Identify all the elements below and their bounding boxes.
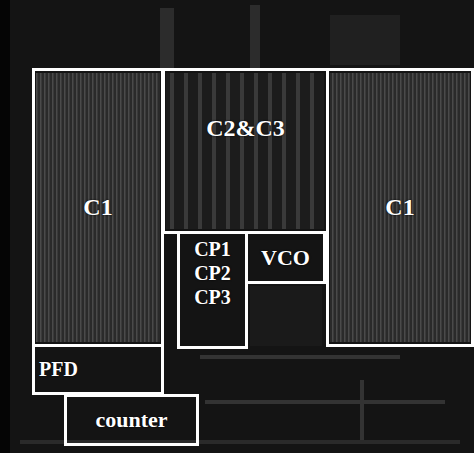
wiring bbox=[200, 355, 400, 359]
capacitor-array bbox=[330, 73, 470, 342]
region-label: C1 bbox=[83, 194, 112, 222]
region-box: C1 bbox=[32, 68, 164, 347]
region-label: CP2 bbox=[194, 262, 231, 285]
region-box: C2&C3 bbox=[162, 68, 329, 234]
region-label: CP3 bbox=[194, 286, 231, 309]
region-box: counter bbox=[64, 394, 199, 446]
region-box: PFD bbox=[32, 344, 164, 395]
region-box: CP1CP2CP3 bbox=[177, 231, 248, 349]
capacitor-array bbox=[166, 73, 324, 229]
capacitor-array bbox=[36, 73, 160, 342]
region-box: C1 bbox=[326, 68, 474, 347]
region-label: counter bbox=[95, 407, 167, 432]
region-box: VCO bbox=[245, 231, 326, 284]
region-label: VCO bbox=[261, 245, 310, 270]
pad-wire bbox=[160, 8, 174, 68]
region-label: C2&C3 bbox=[206, 115, 285, 143]
wiring bbox=[205, 400, 445, 404]
wiring bbox=[250, 286, 322, 346]
pad bbox=[330, 15, 400, 65]
pad-wire bbox=[250, 5, 260, 70]
region-label: PFD bbox=[39, 358, 78, 381]
die-area bbox=[10, 0, 474, 453]
region-label: CP1 bbox=[194, 238, 231, 261]
region-label: C1 bbox=[385, 194, 414, 222]
wiring bbox=[360, 380, 364, 440]
